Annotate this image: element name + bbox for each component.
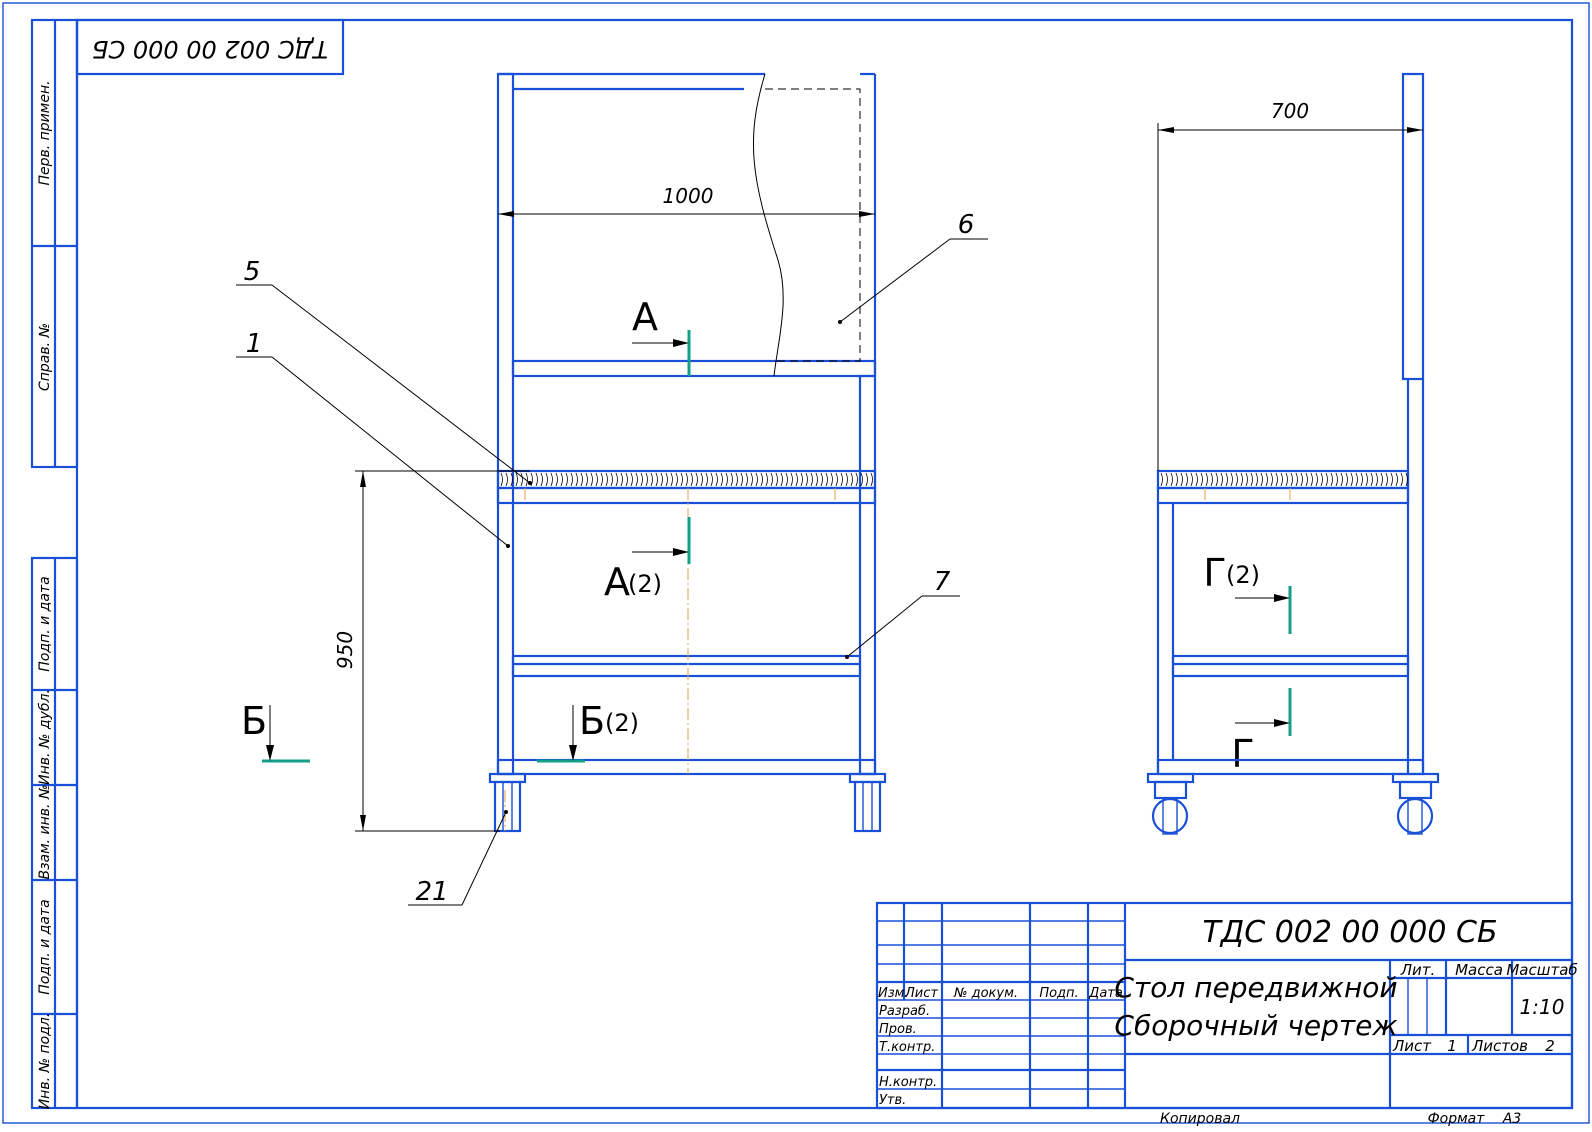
side-label-podp-data-1: Подп. и дата	[37, 576, 53, 671]
section-b-label: Б	[241, 699, 267, 743]
leader-label-6: 6	[958, 210, 975, 240]
side-label-inv-dubl: Инв. № дубл.	[37, 689, 53, 785]
leader-label-5: 5	[244, 257, 261, 287]
sheets-value: 2	[1545, 1037, 1555, 1055]
section-a-label: А	[632, 295, 658, 339]
side-label-sprav-no: Справ. №	[37, 323, 53, 391]
leaders: 5 1 6 7 21	[236, 210, 988, 907]
side-dimensions: 700	[1157, 99, 1423, 471]
row-tkontr: Т.контр.	[879, 1040, 935, 1055]
dim-700: 700	[1271, 99, 1309, 123]
lit-label: Лит.	[1400, 961, 1436, 979]
massa-label: Масса	[1455, 961, 1503, 979]
section-b2-letter: Б	[579, 699, 605, 743]
front-lower-shelf	[511, 654, 862, 678]
row-prov: Пров.	[879, 1022, 917, 1037]
side-label-vzam-inv: Взам. инв. №	[37, 784, 53, 879]
side-worktop	[1156, 469, 1410, 490]
section-g2-sheet: (2)	[1226, 561, 1260, 589]
section-a2-sheet: (2)	[628, 570, 662, 598]
footer-kopiroval: Копировал	[1160, 1111, 1240, 1127]
corner-stamp-text: ТДС 002 00 000 СБ	[92, 35, 328, 63]
col-doc: № докум.	[953, 986, 1018, 1001]
scale-value: 1:10	[1520, 995, 1565, 1019]
front-right-caster	[853, 780, 882, 833]
side-view	[1146, 72, 1440, 835]
title-name-line1: Стол передвижной	[1114, 971, 1397, 1004]
side-lower-shelf	[1171, 654, 1410, 678]
section-marks: А А (2) Б Б (2) Г (2) Г	[241, 295, 1292, 776]
side-right-wheel	[1396, 797, 1434, 835]
dim-950: 950	[333, 631, 357, 669]
side-label-podp-data-2: Подп. и дата	[37, 899, 53, 994]
side-left-wheel	[1151, 797, 1189, 835]
section-g2-letter: Г	[1203, 551, 1226, 595]
col-data: Дата	[1088, 986, 1123, 1001]
sheets-label: Листов	[1471, 1037, 1528, 1055]
title-block: ТДС 002 00 000 СБ Стол передвижной Сборо…	[875, 901, 1578, 1110]
front-top-frame	[496, 486, 877, 505]
leader-label-21: 21	[415, 877, 448, 907]
corner-stamp: ТДС 002 00 000 СБ	[75, 18, 345, 76]
break-line	[753, 73, 784, 377]
title-designation: ТДС 002 00 000 СБ	[1202, 915, 1497, 950]
front-upper-bar	[511, 359, 877, 378]
row-nkontr: Н.контр.	[879, 1075, 937, 1090]
col-list: Лист	[904, 986, 938, 1001]
masshtab-label: Масштаб	[1506, 961, 1577, 979]
section-a2-letter: А	[604, 560, 630, 604]
footer-format-value: А3	[1502, 1111, 1521, 1127]
leader-label-1: 1	[246, 329, 263, 359]
row-utv: Утв.	[879, 1093, 906, 1108]
front-left-post	[496, 72, 515, 776]
col-izm: Изм.	[878, 986, 909, 1001]
front-left-caster	[493, 780, 522, 833]
side-back-panel	[1401, 72, 1425, 381]
front-worktop-hatch	[500, 472, 873, 487]
front-view	[488, 72, 887, 833]
side-label-perv-primen: Перв. примен.	[37, 80, 53, 185]
col-podp: Подп.	[1039, 986, 1078, 1001]
side-stamp: Перв. примен. Справ. № Подп. и дата Инв.…	[30, 18, 79, 1110]
side-top-frame	[1156, 486, 1410, 505]
dim-1000: 1000	[663, 184, 714, 208]
front-bottom-frame	[496, 758, 877, 776]
footer-format-label: Формат	[1428, 1111, 1486, 1127]
side-bottom-frame	[1156, 758, 1425, 776]
sheet-value: 1	[1447, 1037, 1457, 1055]
leader-label-7: 7	[934, 567, 951, 597]
front-right-post	[858, 374, 877, 776]
front-dimensions: 1000 950	[333, 184, 875, 832]
sheet-label: Лист	[1392, 1037, 1432, 1055]
section-g-label: Г	[1231, 732, 1254, 776]
section-b2-sheet: (2)	[605, 709, 639, 737]
title-name-line2: Сборочный чертеж	[1114, 1009, 1397, 1042]
row-razrab: Разраб.	[879, 1004, 930, 1019]
side-worktop-hatch	[1160, 472, 1408, 487]
side-label-inv-podl: Инв. № подл.	[37, 1013, 53, 1110]
